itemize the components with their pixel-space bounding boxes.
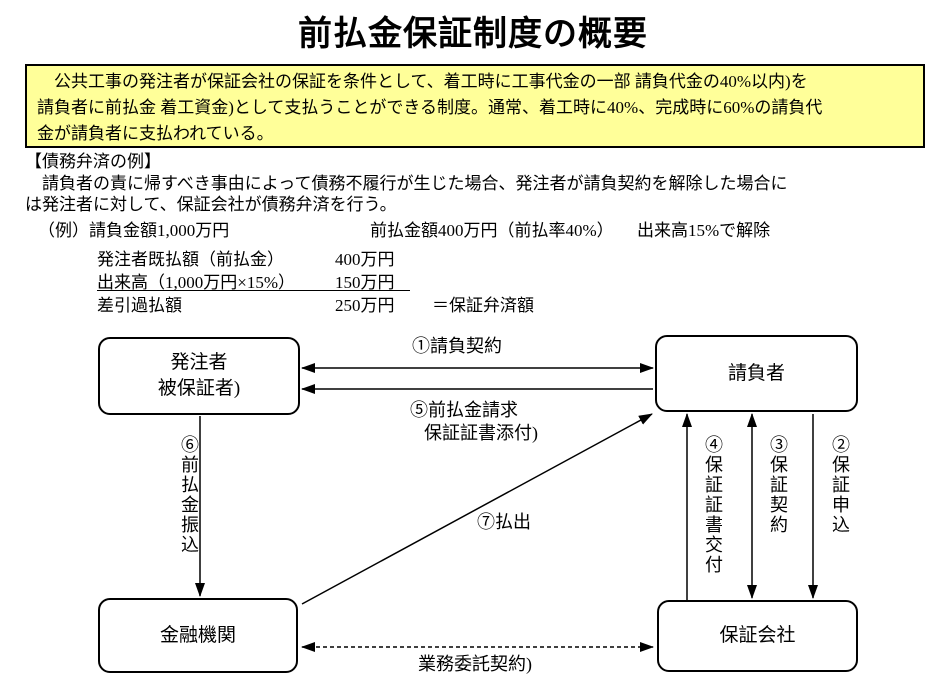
- row-label: 発注者既払額（前払金）: [97, 250, 284, 269]
- case-advance-amount: 前払金額400万円（前払率40%）: [370, 221, 614, 240]
- label-payout: ⑦払出: [477, 512, 531, 532]
- label-advance-request: ⑤前払金請求: [410, 400, 518, 420]
- label-certificate-delivery: ④保証証書交付: [703, 435, 723, 575]
- table-row: 差引過払額 250万円 ＝保証弁済額: [97, 291, 534, 315]
- label-advance-request-attachment: 保証証書添付): [424, 423, 538, 443]
- label-guarantee-application: ②保証申込: [830, 435, 850, 535]
- row-value: 250万円: [335, 296, 395, 315]
- table-row: 出来高（1,000万円×15%） 150万円: [97, 268, 410, 292]
- diagram-arrows: [195, 363, 818, 652]
- row-value: 400万円: [335, 250, 395, 269]
- row-label: 出来高（1,000万円×15%）: [97, 273, 295, 292]
- case-progress-cancel: 出来高15%で解除: [637, 221, 771, 240]
- row-note: ＝保証弁済額: [432, 296, 534, 315]
- label-delegation-contract: 業務委託契約): [418, 654, 532, 674]
- label-contract: ①請負契約: [412, 336, 502, 356]
- contractor-box: 請負者: [655, 335, 858, 412]
- example-case-line: （例）請負金額1,000万円 前払金額400万円（前払率40%） 出来高15%で…: [0, 216, 946, 240]
- owner-box: 発注者 被保証者): [98, 337, 300, 415]
- intro-highlight-box: 公共工事の発注者が保証会社の保証を条件として、着工時に工事代金の一部 請負代金の…: [25, 64, 925, 148]
- guarantor-box: 保証会社: [657, 600, 858, 672]
- case-contract-amount: （例）請負金額1,000万円: [38, 221, 230, 240]
- arrow-payout: [301, 413, 653, 605]
- calculation-table: 発注者既払額（前払金） 400万円 出来高（1,000万円×15%） 150万円…: [97, 245, 534, 315]
- debt-repayment-example-paragraph: 【債務弁済の例】 請負者の責に帰すべき事由によって債務不履行が生じた場合、発注者…: [25, 152, 788, 214]
- label-guarantee-contract: ③保証契約: [768, 435, 788, 535]
- table-row: 発注者既払額（前払金） 400万円: [97, 245, 410, 269]
- guarantee-scheme-diagram: 発注者 被保証者) 請負者 金融機関 保証会社 ①請負契約 ⑤前払金請求 保証証…: [0, 320, 946, 687]
- row-label: 差引過払額: [97, 296, 182, 315]
- row-value: 150万円: [335, 273, 395, 292]
- bank-box: 金融機関: [98, 598, 298, 673]
- label-advance-transfer: ⑥前払金振込: [179, 435, 199, 555]
- page-title: 前払金保証制度の概要: [298, 16, 648, 53]
